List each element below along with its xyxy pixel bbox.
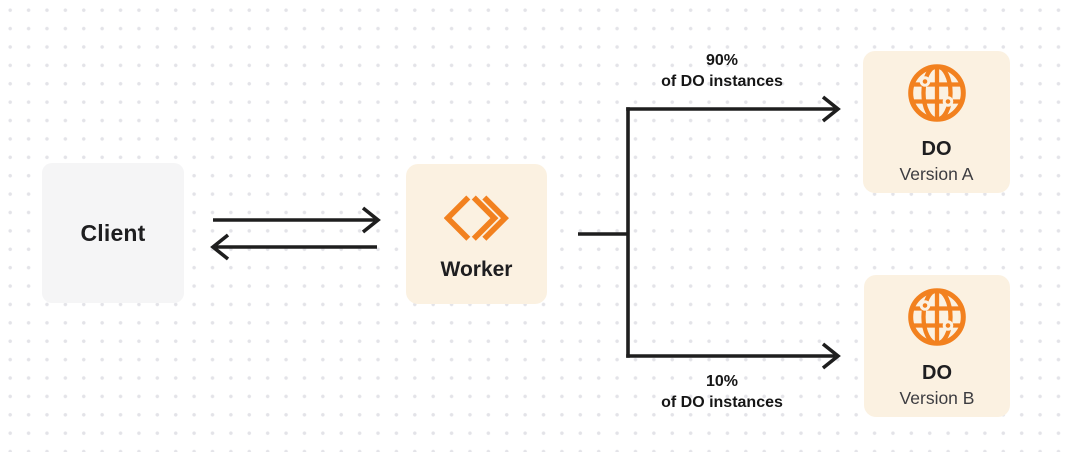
do-a-subtitle: Version A <box>899 163 974 184</box>
client-node: Client <box>42 163 184 303</box>
globe-icon <box>905 61 969 125</box>
arrow-worker-to-client <box>210 233 377 261</box>
workers-chevrons-icon <box>443 193 510 245</box>
split-a-caption: of DO instances <box>661 72 783 90</box>
do-version-a-node: DO Version A <box>863 51 1010 193</box>
arrow-client-to-worker <box>213 206 381 234</box>
arrow-branch-to-do-a <box>626 95 841 123</box>
branch-connector <box>578 107 630 358</box>
do-b-subtitle: Version B <box>899 387 975 408</box>
split-b-label: 10% of DO instances <box>597 372 847 413</box>
worker-label: Worker <box>440 257 513 281</box>
globe-icon <box>905 285 969 349</box>
do-b-title: DO <box>922 361 952 384</box>
do-a-title: DO <box>921 137 952 160</box>
split-a-label: 90% of DO instances <box>597 51 847 92</box>
split-b-percent: 10% <box>705 373 739 390</box>
worker-node: Worker <box>406 164 547 304</box>
split-b-caption: of DO instances <box>661 393 783 411</box>
client-label: Client <box>80 219 146 246</box>
do-version-b-node: DO Version B <box>864 275 1010 417</box>
split-a-percent: 90% <box>705 52 739 69</box>
arrow-branch-to-do-b <box>626 342 841 370</box>
